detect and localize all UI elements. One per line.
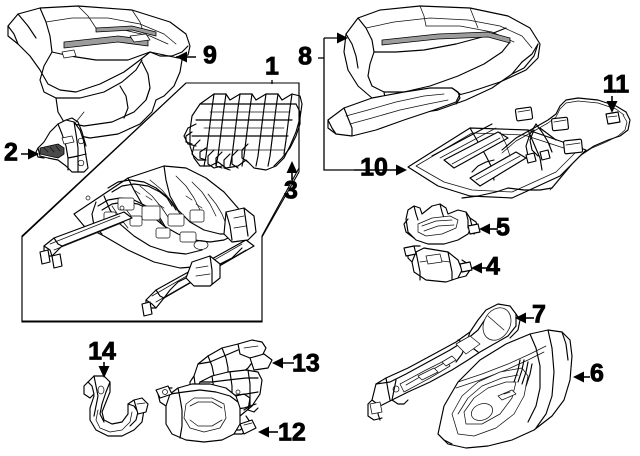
callout-label-1: 1 bbox=[265, 53, 279, 81]
callout-leader-8 bbox=[318, 32, 354, 171]
part-seat-track-bracket bbox=[35, 117, 89, 173]
callout-leader-11 bbox=[606, 96, 618, 113]
part-seat-cushion-frame-assembly bbox=[39, 165, 257, 317]
part-seat-cushion-pad-assembly bbox=[327, 5, 541, 137]
part-switch-bezel-cover bbox=[403, 203, 481, 245]
callout-label-3: 3 bbox=[284, 177, 298, 205]
callout-label-11: 11 bbox=[603, 71, 630, 99]
callout-leader-12 bbox=[258, 426, 278, 438]
callout-label-10: 10 bbox=[360, 154, 388, 182]
group-box-path bbox=[21, 82, 300, 323]
callout-leader-4 bbox=[471, 262, 488, 274]
callout-label-7: 7 bbox=[532, 301, 546, 329]
part-seat-adjust-switch-module bbox=[403, 245, 473, 283]
callout-leader-9 bbox=[176, 51, 196, 63]
part-outer-seat-trim-panel bbox=[437, 329, 573, 449]
callout-label-13: 13 bbox=[292, 350, 320, 378]
callout-label-4: 4 bbox=[486, 253, 500, 281]
callout-label-2: 2 bbox=[4, 139, 18, 167]
callout-label-12: 12 bbox=[278, 419, 306, 447]
part-seat-wiring-harness bbox=[461, 97, 631, 199]
part-seat-cable-clip bbox=[83, 375, 149, 437]
part-seat-heater-element bbox=[407, 123, 587, 199]
callout-leader-7 bbox=[515, 312, 534, 324]
callout-leader-13 bbox=[272, 357, 294, 369]
callout-leader-3 bbox=[286, 161, 298, 180]
part-inner-seat-trim-panel bbox=[367, 303, 521, 421]
callout-leader-6 bbox=[573, 371, 590, 383]
callout-leader-10 bbox=[354, 164, 407, 176]
callout-label-14: 14 bbox=[88, 338, 116, 366]
callout-label-8: 8 bbox=[298, 43, 312, 71]
part-cushion-suspension-pad bbox=[183, 93, 303, 171]
callout-label-5: 5 bbox=[496, 214, 510, 242]
part-seat-cushion-cover-rear bbox=[7, 5, 191, 139]
callout-label-9: 9 bbox=[203, 42, 217, 70]
callout-leader-2 bbox=[21, 148, 39, 160]
part-lumbar-control-module bbox=[155, 383, 257, 443]
callout-leader-14 bbox=[98, 362, 110, 378]
callout-leader-5 bbox=[479, 223, 498, 235]
callout-label-6: 6 bbox=[590, 360, 604, 388]
